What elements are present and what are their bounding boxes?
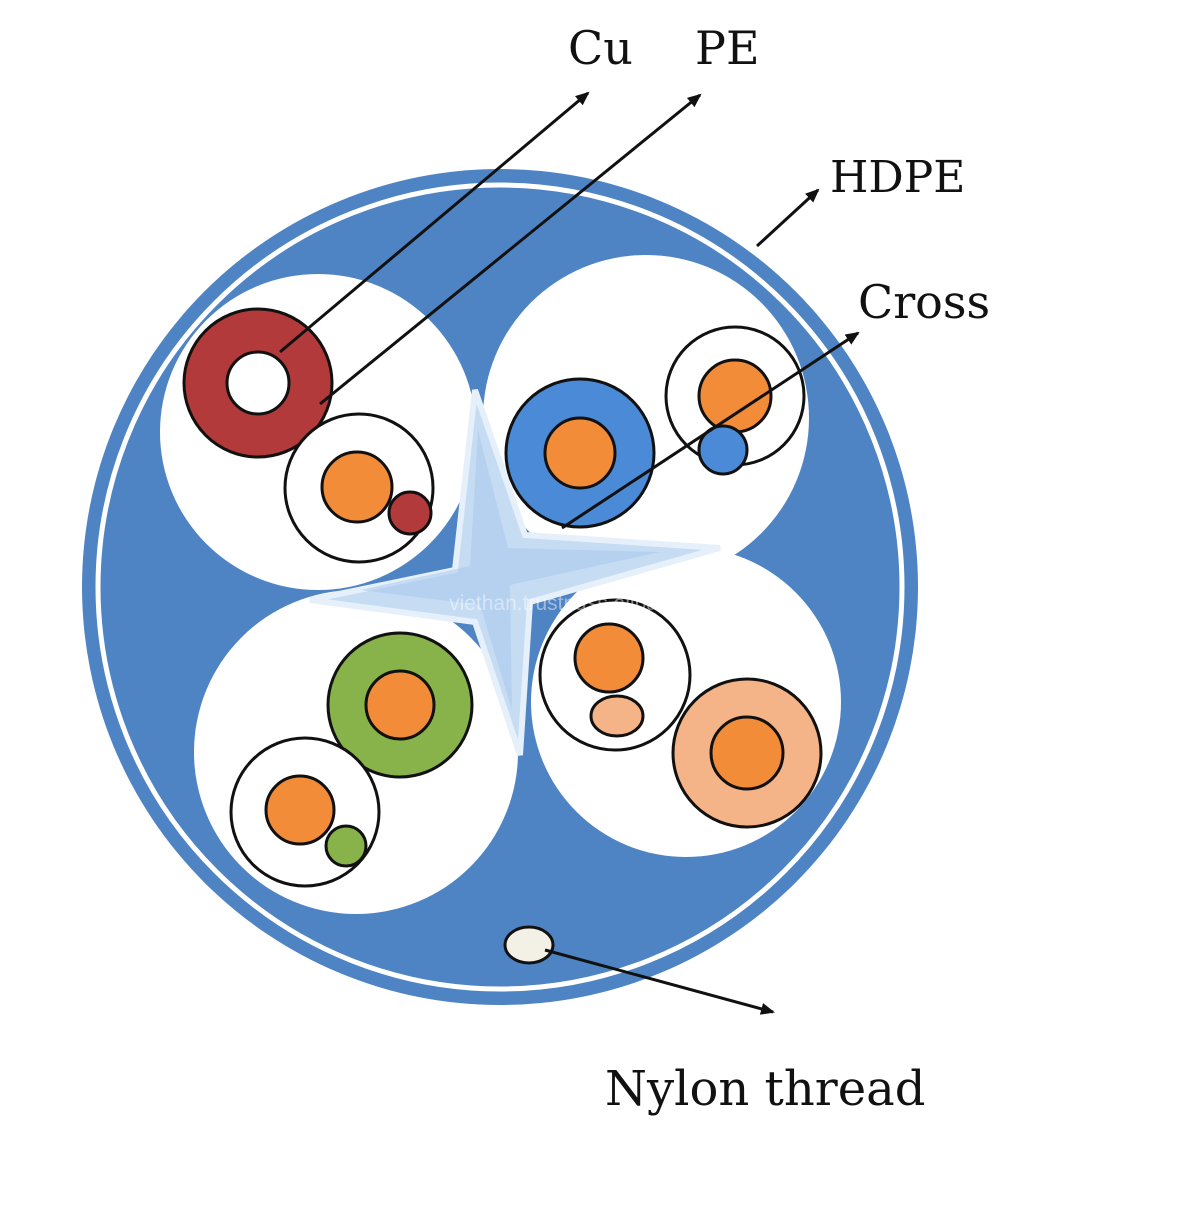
watermark-text: viethan.trustpass.alibaba.com bbox=[449, 592, 727, 615]
jacket-inner-ring bbox=[95, 182, 905, 992]
cu-label: Cu bbox=[568, 21, 633, 75]
pair-4 bbox=[538, 598, 823, 829]
cross-arrow bbox=[561, 331, 860, 530]
pair-2 bbox=[504, 325, 806, 529]
pair2-stripe-mark bbox=[697, 424, 749, 476]
hdpe-arrow bbox=[755, 188, 820, 248]
pair4-stripe-mark bbox=[589, 694, 645, 738]
pair4-conductor bbox=[709, 715, 785, 791]
nylon-thread-label: Nylon thread bbox=[605, 1061, 925, 1117]
nylon-arrow bbox=[544, 948, 775, 1015]
pe-arrow bbox=[319, 93, 702, 406]
pair1-stripe-mark bbox=[387, 490, 433, 536]
pair3-stripe-conductor bbox=[264, 774, 336, 846]
pair-1 bbox=[182, 307, 435, 564]
hdpe-label: HDPE bbox=[830, 152, 965, 203]
pe-label: PE bbox=[695, 21, 760, 75]
pair3-stripe-mark bbox=[324, 824, 368, 868]
pair-3 bbox=[229, 631, 474, 888]
pair4-stripe-conductor bbox=[573, 622, 645, 694]
pair1-stripe-conductor bbox=[320, 450, 394, 524]
leader-arrows bbox=[279, 91, 860, 1015]
pair3-conductor bbox=[364, 669, 436, 741]
nylon-thread bbox=[503, 925, 555, 965]
pair2-conductor bbox=[543, 416, 617, 490]
pair1-cu-conductor bbox=[225, 350, 291, 416]
cu-arrow bbox=[279, 91, 590, 354]
cross-label: Cross bbox=[858, 275, 990, 329]
cross-filler bbox=[309, 389, 721, 756]
cross-filler-highlight bbox=[360, 430, 660, 710]
